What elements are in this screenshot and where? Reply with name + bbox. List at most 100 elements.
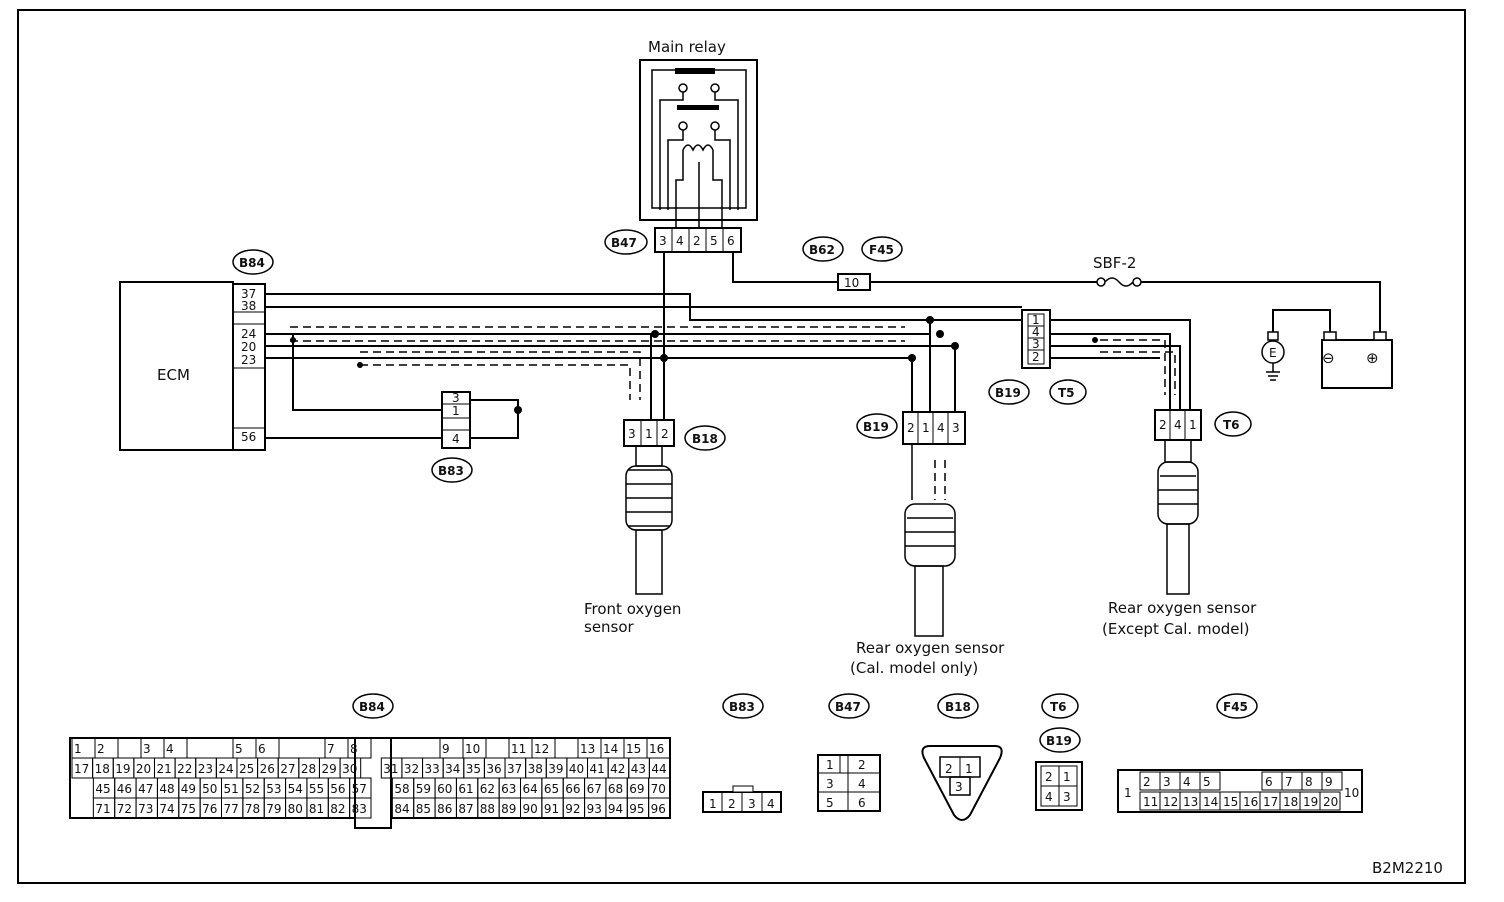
front-o2-pin: 1 (645, 427, 653, 441)
joint-connector-tag-a: B19 (995, 386, 1021, 400)
splice-points (290, 316, 1098, 414)
joint-pin: 2 (1032, 350, 1040, 364)
b83-view-tag: B83 (729, 700, 755, 714)
rear-o2-cal-label-line1: Rear oxygen sensor (856, 639, 1005, 657)
b84-pin-label: 35 (466, 762, 481, 776)
b84-pin-label: 95 (629, 802, 644, 816)
b84-pin-label: 68 (608, 782, 623, 796)
rear-o2-exc-label-line2: (Except Cal. model) (1102, 620, 1250, 638)
b83-pin: 4 (452, 432, 460, 446)
f45-pin-label: 17 (1263, 795, 1278, 809)
b83-view-pin: 1 (709, 797, 717, 811)
b84-pin-label: 88 (480, 802, 495, 816)
front-o2-label-line1: Front oxygen (584, 600, 681, 618)
f45-pin-cell (1319, 791, 1341, 811)
b18-view-pin: 2 (945, 762, 953, 776)
b84-pin-label: 43 (631, 762, 646, 776)
f45-pin-label: 12 (1163, 795, 1178, 809)
b84-pin-label: 17 (74, 762, 89, 776)
b84-pin-label: 25 (239, 762, 254, 776)
b84-pin-label: 30 (342, 762, 357, 776)
b84-pin-label: 14 (603, 742, 618, 756)
b84-pin-cell (648, 797, 671, 819)
b84-pin-label: 41 (590, 762, 605, 776)
b84-pin-label: 37 (507, 762, 522, 776)
f45-pin-label: 18 (1283, 795, 1298, 809)
b84-pin-label: 28 (301, 762, 316, 776)
b84-pin-label: 58 (394, 782, 409, 796)
b84-pin-label: 26 (260, 762, 275, 776)
b47-view-pin: 6 (858, 796, 866, 810)
b84-pin-label: 9 (442, 742, 450, 756)
joint-connector: 1 4 3 2 B19 T5 (988, 309, 1087, 405)
f45-pin-label: 11 (1143, 795, 1158, 809)
b84-pin-label: 38 (528, 762, 543, 776)
b84-pin-label: 57 (352, 782, 367, 796)
b84-pin-label: 52 (245, 782, 260, 796)
t6-view-pin: 3 (1063, 790, 1071, 804)
b84-pin-label: 70 (651, 782, 666, 796)
rear-o2-cal-pin: 3 (952, 421, 960, 435)
f45-pin-label: 14 (1203, 795, 1218, 809)
rear-o2-exc-pin: 4 (1174, 418, 1182, 432)
b84-pin-label: 78 (245, 802, 260, 816)
b84-pin-label: 34 (445, 762, 460, 776)
b84-pin-label: 59 (416, 782, 431, 796)
b84-pin-label: 24 (218, 762, 233, 776)
rear-o2-cal-pin: 1 (922, 421, 930, 435)
b84-pin-label: 3 (143, 742, 151, 756)
t6-view-tag2: B19 (1046, 734, 1072, 748)
front-o2-label-line2: sensor (584, 618, 635, 636)
f45-pin-cell (1199, 771, 1221, 791)
f45-view-pin: 1 (1124, 786, 1132, 800)
joint-pin: 4 (1032, 325, 1040, 339)
b18-view-pin: 1 (965, 762, 973, 776)
fuse-section: B62 F45 10 SBF-2 ⊖ ⊕ E (732, 236, 1393, 389)
b84-pin-label: 48 (159, 782, 174, 796)
b84-pin-label: 73 (138, 802, 153, 816)
b84-pin-label: 62 (480, 782, 495, 796)
b84-pin-label: 16 (649, 742, 664, 756)
ground-symbol: E (1269, 346, 1277, 360)
b47-view-pin: 4 (858, 777, 866, 791)
b84-pin-label: 76 (202, 802, 217, 816)
b84-pin-label: 29 (321, 762, 336, 776)
b84-pin-label: 61 (458, 782, 473, 796)
b84-pin-label: 42 (610, 762, 625, 776)
b18-view-tag: B18 (945, 700, 971, 714)
b84-pin-label: 92 (565, 802, 580, 816)
diagram-frame (17, 9, 1466, 884)
b84-pin-label: 31 (383, 762, 398, 776)
rear-o2-exc-pin: 2 (1159, 418, 1167, 432)
rear-o2-exc-pin: 1 (1189, 418, 1197, 432)
fuse-connector-tag-a: B62 (809, 243, 835, 257)
relay-pin: 2 (693, 234, 701, 248)
f45-pin-label: 16 (1243, 795, 1258, 809)
ecm: ECM 37 38 24 20 23 56 B84 (119, 249, 274, 451)
ecm-pin: 56 (241, 430, 256, 444)
b84-pin-label: 83 (352, 802, 367, 816)
b83-view-pin: 3 (748, 797, 756, 811)
b84-pin-label: 89 (501, 802, 516, 816)
b84-pin-label: 56 (330, 782, 345, 796)
front-o2-pin: 3 (628, 427, 636, 441)
ecm-pin: 20 (241, 340, 256, 354)
b84-pin-label: 18 (95, 762, 110, 776)
b84-pin-label: 11 (511, 742, 526, 756)
rear-oxygen-sensor-cal: 2 1 4 3 B19 Rear oxygen sensor (Cal. mod… (850, 411, 1005, 677)
b84-pin-label: 19 (115, 762, 130, 776)
b84-pin-label: 45 (95, 782, 110, 796)
rear-o2-cal-connector-tag: B19 (863, 420, 889, 434)
f45-view-tag: F45 (1223, 700, 1248, 714)
b84-pin-label: 79 (266, 802, 281, 816)
front-oxygen-sensor: 3 1 2 B18 Front oxygen sensor (584, 419, 726, 636)
b84-pin-label: 77 (224, 802, 239, 816)
b84-pin-label: 84 (394, 802, 409, 816)
ecm-pin: 38 (241, 299, 256, 313)
b84-pin-label: 1 (74, 742, 82, 756)
ecm-label: ECM (157, 366, 190, 384)
t6-view-pin: 2 (1045, 770, 1053, 784)
b18-connector-view: B18 2 1 3 (921, 693, 1003, 821)
b83-pin: 3 (452, 391, 460, 405)
